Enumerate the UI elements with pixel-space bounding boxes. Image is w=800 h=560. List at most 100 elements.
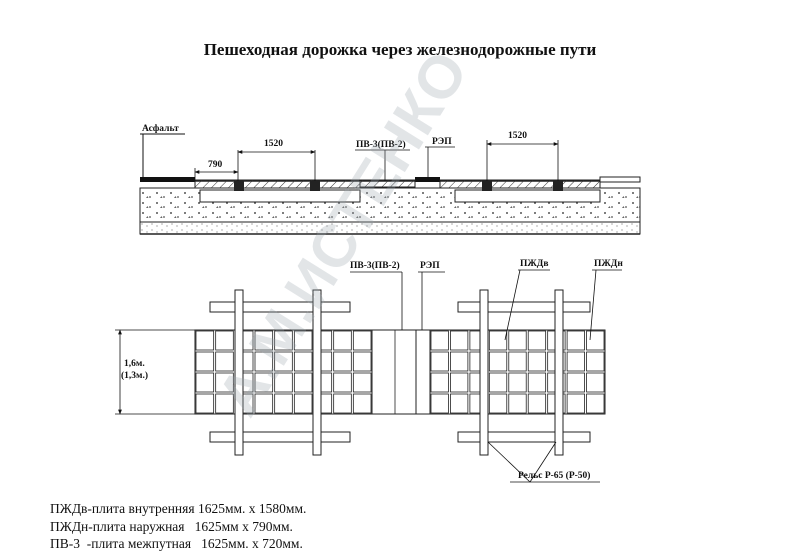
asphalt-label: Асфальт	[142, 123, 179, 134]
right-panel-slab	[439, 179, 601, 189]
rep-label-section: РЭП	[432, 137, 452, 147]
right-sleeper	[454, 189, 601, 203]
plate-cell	[215, 330, 234, 351]
plate-cell	[333, 393, 352, 414]
plate-cell	[566, 351, 585, 372]
plate-cell	[274, 330, 293, 351]
plate-cell	[333, 330, 352, 351]
plate-cell	[527, 372, 547, 393]
plate-cell	[352, 351, 372, 372]
plate-cell	[566, 372, 585, 393]
plate-cell	[508, 372, 527, 393]
right-plate-grid	[430, 330, 605, 414]
plate-cell	[508, 393, 527, 414]
rail-plan-left-2	[312, 289, 322, 456]
width-label-1: 1,6м.	[124, 359, 145, 369]
plate-cell	[352, 372, 372, 393]
plate-cell	[333, 351, 352, 372]
plate-cell	[566, 393, 585, 414]
plate-cell	[450, 393, 469, 414]
left-sleeper	[199, 189, 361, 203]
plate-cell	[254, 372, 274, 393]
plate-cell	[488, 330, 508, 351]
plate-cell	[215, 393, 234, 414]
rail-plan-right-1	[479, 289, 489, 456]
pv-label-section: ПВ-3(ПВ-2)	[356, 139, 406, 150]
rep-plate	[415, 329, 431, 415]
plate-cell	[274, 372, 293, 393]
plate-cell	[488, 393, 508, 414]
plate-cell	[508, 330, 527, 351]
rail-left-1	[234, 181, 244, 191]
asphalt-strip-left	[140, 177, 195, 182]
plate-cell	[450, 351, 469, 372]
tie-right-top	[457, 301, 591, 313]
legend-line-3: ПВ-3 -плита межпутная 1625мм. х 720мм.	[50, 536, 303, 551]
rail-right-2	[553, 181, 563, 191]
dim-1520-right: 1520	[508, 131, 527, 141]
plan-view: ПВ-3(ПВ-2) РЭП ПЖДв ПЖДн 1,6м. (1,3м.) Р…	[115, 259, 623, 483]
plate-cell	[352, 393, 372, 414]
plate-cell	[430, 393, 449, 414]
plate-cell	[586, 351, 605, 372]
plate-cell	[430, 372, 449, 393]
legend-line-2: ПЖДн-плита наружная 1625мм х 790мм.	[50, 518, 293, 534]
legend-line-1: ПЖДв-плита внутренняя 1625мм. х 1580мм.	[50, 501, 307, 516]
rail-plan-right-2	[554, 289, 564, 456]
cross-section: Асфальт 790 1520 ПВ-3(ПВ-2) РЭП 1520	[139, 123, 641, 235]
plate-cell	[586, 330, 605, 351]
pv-label-plan: ПВ-3(ПВ-2)	[350, 260, 400, 271]
sand-layer	[139, 221, 641, 235]
plate-cell	[527, 330, 547, 351]
rep-label-plan: РЭП	[420, 261, 440, 271]
plate-cell	[254, 351, 274, 372]
width-label-2: (1,3м.)	[121, 370, 148, 381]
plate-cell	[195, 393, 215, 414]
plate-cell	[254, 393, 274, 414]
legend: ПЖДв-плита внутренняя 1625мм. х 1580мм. П…	[50, 500, 306, 553]
plate-cell	[566, 330, 585, 351]
plate-cell	[508, 351, 527, 372]
tie-right-bottom	[457, 431, 591, 443]
plate-cell	[293, 393, 313, 414]
plate-cell	[586, 372, 605, 393]
plate-cell	[488, 372, 508, 393]
pzhdv-label: ПЖДв	[520, 259, 548, 269]
plate-cell	[215, 372, 234, 393]
pzhdn-label: ПЖДн	[594, 259, 623, 269]
dim-1520-left: 1520	[264, 139, 283, 149]
tie-left-bottom	[209, 431, 351, 443]
tie-left-top	[209, 301, 351, 313]
plate-cell	[488, 351, 508, 372]
plate-cell	[333, 372, 352, 393]
plate-cell	[430, 351, 449, 372]
rep-strip	[415, 177, 440, 182]
plate-cell	[274, 393, 293, 414]
left-plate-grid	[195, 330, 372, 414]
plate-cell	[293, 351, 313, 372]
rail-left-2	[310, 181, 320, 191]
plate-cell	[450, 330, 469, 351]
plate-cell	[586, 393, 605, 414]
plate-cell	[352, 330, 372, 351]
plate-cell	[254, 330, 274, 351]
between-track-plate	[359, 179, 416, 188]
plate-cell	[195, 351, 215, 372]
plate-cell	[293, 330, 313, 351]
between-plate	[371, 329, 417, 415]
plate-cell	[527, 351, 547, 372]
plate-cell	[195, 372, 215, 393]
rail-plan-left-1	[234, 289, 244, 456]
plate-cell	[430, 330, 449, 351]
page-title: Пешеходная дорожка через железнодорожные…	[203, 40, 597, 59]
plate-cell	[274, 351, 293, 372]
plate-cell	[215, 351, 234, 372]
plate-cell	[527, 393, 547, 414]
rail-right-1	[482, 181, 492, 191]
plate-cell	[195, 330, 215, 351]
plate-cell	[293, 372, 313, 393]
dim-790: 790	[208, 160, 223, 170]
plate-cell	[450, 372, 469, 393]
rail-label: Рельс Р-65 (Р-50)	[518, 470, 590, 481]
